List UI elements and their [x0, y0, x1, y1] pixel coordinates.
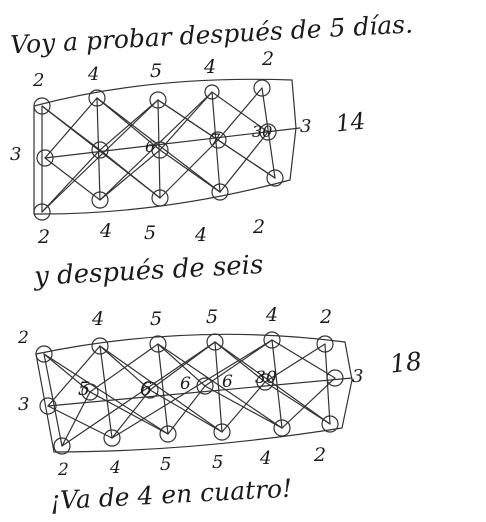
grid2-middle-label: 5: [78, 378, 91, 400]
grid2-middle-label: 6: [222, 372, 233, 392]
grid2-bottom-label: 4: [110, 458, 121, 478]
grid1-left-label: 3: [10, 144, 22, 165]
grid2-bottom-label: 2: [314, 444, 327, 466]
grid2-bottom-label: 4: [260, 448, 272, 469]
grid2-top-label: 4: [92, 308, 105, 330]
grid2-bottom-label: 5: [160, 454, 172, 475]
grid2-right-label: 3: [352, 366, 364, 387]
grid2-bottom-label: 2: [58, 460, 69, 480]
grid2-total: 18: [388, 346, 424, 379]
grid2-middle-label: 6: [180, 374, 191, 394]
grid2-top-label: 2: [18, 328, 29, 348]
grid-2-drawing: [35, 331, 353, 455]
grid1-total: 14: [334, 108, 367, 138]
grid1-top-label: 2: [33, 70, 45, 91]
grid1-top-label: 2: [262, 48, 275, 70]
grid-1-drawing: [33, 78, 301, 221]
grid2-left-label: 3: [18, 394, 30, 415]
grid2-top-label: 5: [206, 306, 219, 328]
grid1-top-label: 4: [204, 56, 217, 78]
grid1-middle-label: 7: [210, 130, 221, 149]
grid1-bottom-label: 4: [195, 224, 208, 246]
grid2-middle-label: 6: [140, 378, 153, 400]
grid1-top-label: 5: [150, 60, 163, 82]
grid2-bottom-label: 5: [212, 452, 224, 473]
grid1-bottom-label: 5: [144, 222, 157, 244]
grid1-bottom-label: 2: [38, 226, 51, 248]
grid1-middle-label: 30: [252, 122, 273, 141]
grid2-top-label: 4: [266, 304, 279, 326]
grid1-right-label: 3: [300, 116, 312, 137]
grid2-top-label: 2: [320, 306, 333, 328]
grid1-top-label: 4: [88, 64, 100, 85]
grid2-middle-label: 30: [255, 368, 277, 388]
grid2-top-label: 5: [150, 308, 163, 330]
grid1-middle-label: 6: [145, 137, 156, 156]
grid1-bottom-label: 4: [100, 220, 113, 242]
grid1-bottom-label: 2: [253, 216, 266, 238]
